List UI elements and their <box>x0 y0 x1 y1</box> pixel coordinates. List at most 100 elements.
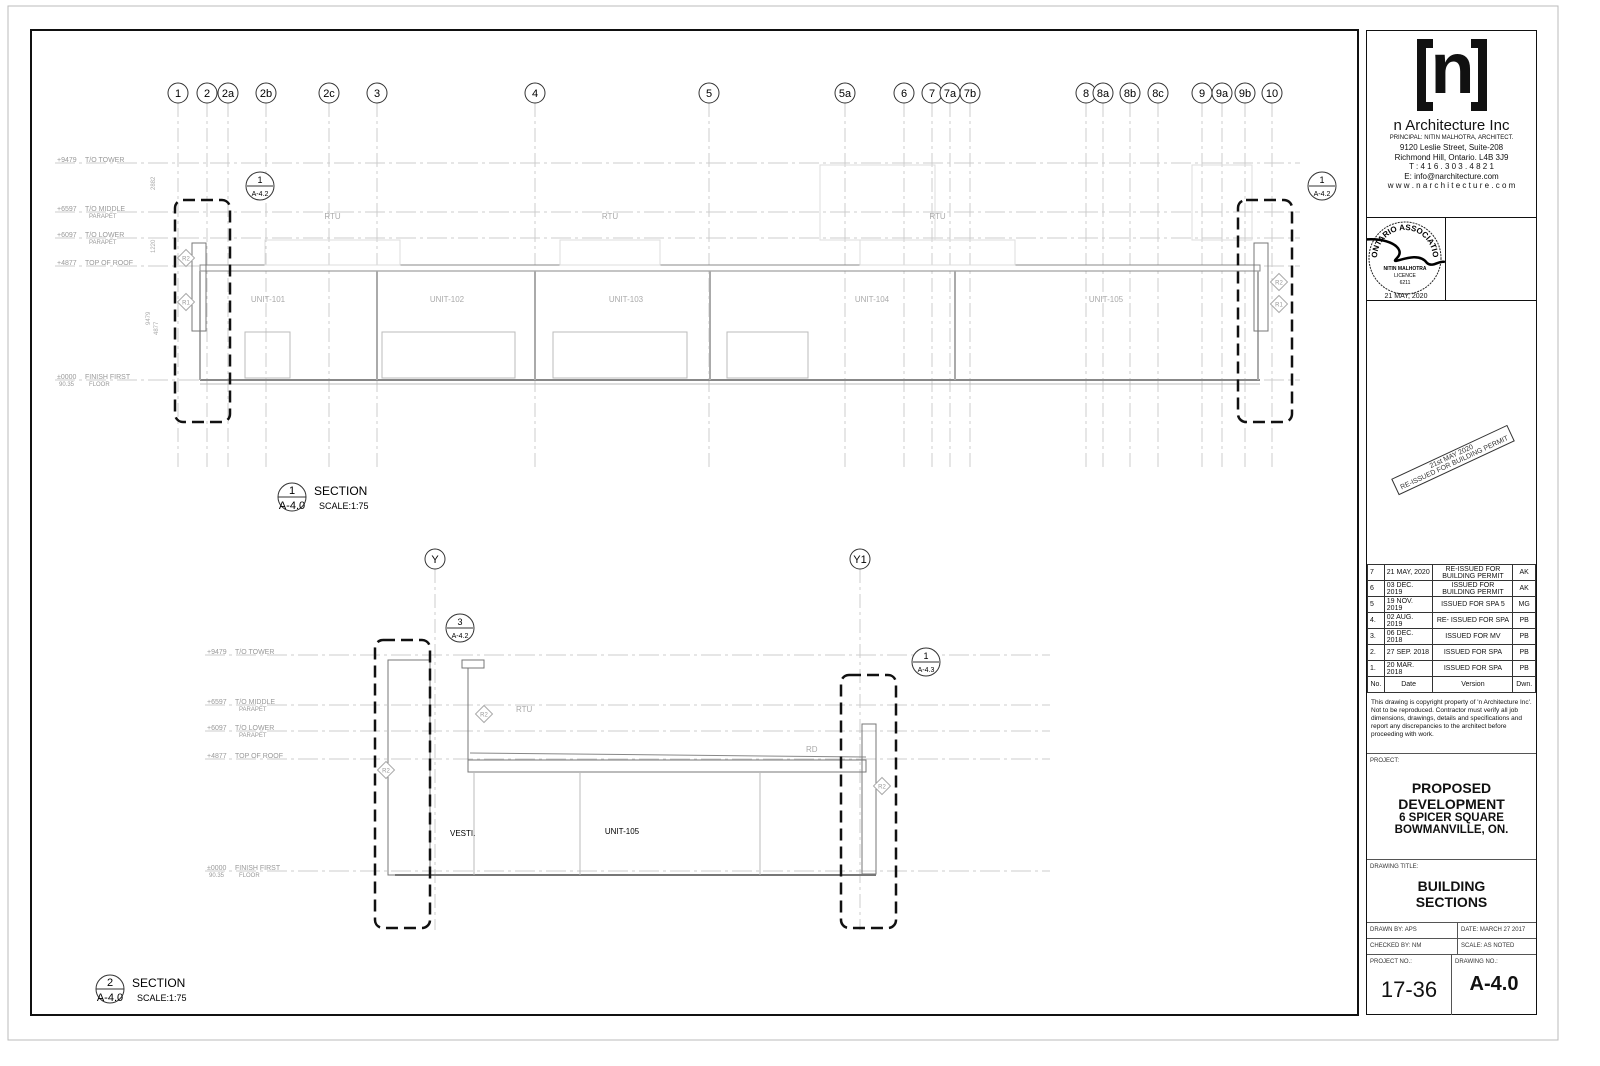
sheet-border <box>7 5 1559 1041</box>
firm-logo-block: n n Architecture Inc PRINCIPAL: NITIN MA… <box>1367 29 1536 218</box>
revision-version: ISSUED FOR SPA 5 <box>1432 596 1514 613</box>
phone: T : 4 1 6 . 3 0 3 . 4 8 2 1 <box>1409 162 1494 171</box>
revision-no: 1. <box>1367 660 1385 677</box>
grid-label: 8a <box>1097 88 1110 100</box>
callout-sheet: A-4.2 <box>452 633 469 640</box>
level-name: TOP OF ROOF <box>235 753 283 760</box>
callout-number: 3 <box>457 617 462 627</box>
detail-callout-boundary <box>839 673 898 930</box>
grid-label: 8 <box>1083 88 1089 100</box>
tower-element <box>819 164 936 241</box>
revision-date: 20 MAR. 2018 <box>1383 660 1434 677</box>
section-number: 2 <box>107 977 113 989</box>
grid-label: 8c <box>1152 88 1164 100</box>
grid-label: 9a <box>1216 88 1229 100</box>
revision-version: RE- ISSUED FOR SPA <box>1432 612 1514 629</box>
level-value: +4877 <box>57 260 77 267</box>
level-value: ±0000 <box>207 865 227 872</box>
unit-label: UNIT-105 <box>605 827 640 836</box>
revision-no: 5 <box>1367 596 1385 613</box>
drawing-no-label: DRAWING NO.: <box>1455 959 1498 965</box>
revision-version: RE-ISSUED FOR BUILDING PERMIT <box>1432 564 1514 581</box>
level-value: +4877 <box>207 753 227 760</box>
project-line-2: DEVELOPMENT <box>1398 796 1505 812</box>
grid-label: 2 <box>204 88 210 100</box>
dimension: 1220 <box>151 239 157 253</box>
drawn-by: DRAWN BY: APS <box>1367 923 1458 939</box>
seal-number: 6211 <box>1400 280 1411 286</box>
grid-bubble <box>1092 82 1114 104</box>
parapet-wall-left <box>191 242 207 332</box>
grid-bubble <box>1234 82 1256 104</box>
callout-sheet: A-4.3 <box>918 667 935 674</box>
project-line-4: BOWMANVILLE, ON. <box>1394 824 1509 836</box>
unit-label: UNIT-104 <box>855 295 890 304</box>
issue-stamp: 21st MAY 2020 RE-ISSUED FOR BUILDING PER… <box>1391 424 1516 496</box>
level-sub: FLOOR <box>89 382 110 388</box>
seal-licence: LICENCE <box>1394 273 1416 279</box>
level-sub: PARAPET <box>89 240 117 246</box>
logo: n <box>1416 29 1487 111</box>
section-sheet: A-4.0 <box>279 500 305 512</box>
detail-callout-boundary <box>373 638 432 930</box>
copyright-note: This drawing is copyright property of 'n… <box>1371 699 1532 738</box>
drawing-frame <box>30 29 1359 1016</box>
grid-bubble <box>524 82 546 104</box>
grid-label: 7a <box>944 88 957 100</box>
revision-date: 03 DEC. 2019 <box>1383 580 1434 597</box>
wall-type-label: R1 <box>1275 303 1283 309</box>
wall-type-tag <box>176 248 196 268</box>
grid-bubble <box>167 82 189 104</box>
project-line-3: 6 SPICER SQUARE <box>1399 812 1504 824</box>
wall-type-label: R1 <box>182 301 190 307</box>
level-value: +6597 <box>207 699 227 706</box>
wall-type-tag <box>474 704 494 724</box>
revision-date: 27 SEP. 2018 <box>1383 644 1434 661</box>
grid-bubble <box>1119 82 1141 104</box>
grid-label: 9 <box>1199 88 1205 100</box>
section-scale: SCALE:1:75 <box>319 501 369 511</box>
address-1: 9120 Leslie Street, Suite-208 <box>1399 143 1504 152</box>
grid-bubble <box>959 82 981 104</box>
address-2: Richmond Hill, Ontario. L4B 3J9 <box>1394 152 1509 162</box>
parapet-wall-right <box>1253 242 1269 332</box>
project-line-1: PROPOSED <box>1411 780 1492 796</box>
grid-label: 4 <box>532 88 538 100</box>
roof-joist <box>467 759 867 773</box>
roof-drain-label: RD <box>806 745 818 754</box>
rtu-label: RTU <box>324 212 341 221</box>
wall-type-label: R2 <box>480 713 488 719</box>
revision-version: ISSUED FOR SPA <box>1432 644 1514 661</box>
revision-date: 19 NOV. 2019 <box>1383 596 1434 613</box>
grid-label: 7b <box>964 88 976 100</box>
level-sub: FLOOR <box>239 873 260 879</box>
section-label: SECTION <box>132 976 185 990</box>
project-label: PROJECT: <box>1370 758 1400 764</box>
rtu-label: RTU <box>929 212 946 221</box>
unit-label: UNIT-103 <box>609 295 644 304</box>
parapet-wall <box>861 723 877 875</box>
firm-name: n Architecture Inc <box>1393 117 1510 134</box>
grid-label: 7 <box>929 88 935 100</box>
revision-date: 21 MAY, 2020 <box>1383 564 1434 581</box>
grid-bubble <box>1147 82 1169 104</box>
revision-version: ISSUED FOR MV <box>1432 628 1514 645</box>
level-name: T/O MIDDLE <box>235 699 275 706</box>
unit-label: UNIT-102 <box>430 295 465 304</box>
unit-label: UNIT-101 <box>251 295 286 304</box>
project-number: 17-36 <box>1380 977 1438 1002</box>
callout-sheet: A-4.2 <box>252 191 269 198</box>
principal: PRINCIPAL: NITIN MALHOTRA, ARCHITECT. <box>1389 135 1514 141</box>
checked-by: CHECKED BY: NM <box>1367 939 1458 955</box>
storefront-window <box>552 331 688 379</box>
rtu-label: RTU <box>516 705 533 714</box>
revision-no: 4. <box>1367 612 1385 629</box>
section-scale: SCALE:1:75 <box>137 993 187 1003</box>
wall-type-tag <box>1269 294 1289 314</box>
